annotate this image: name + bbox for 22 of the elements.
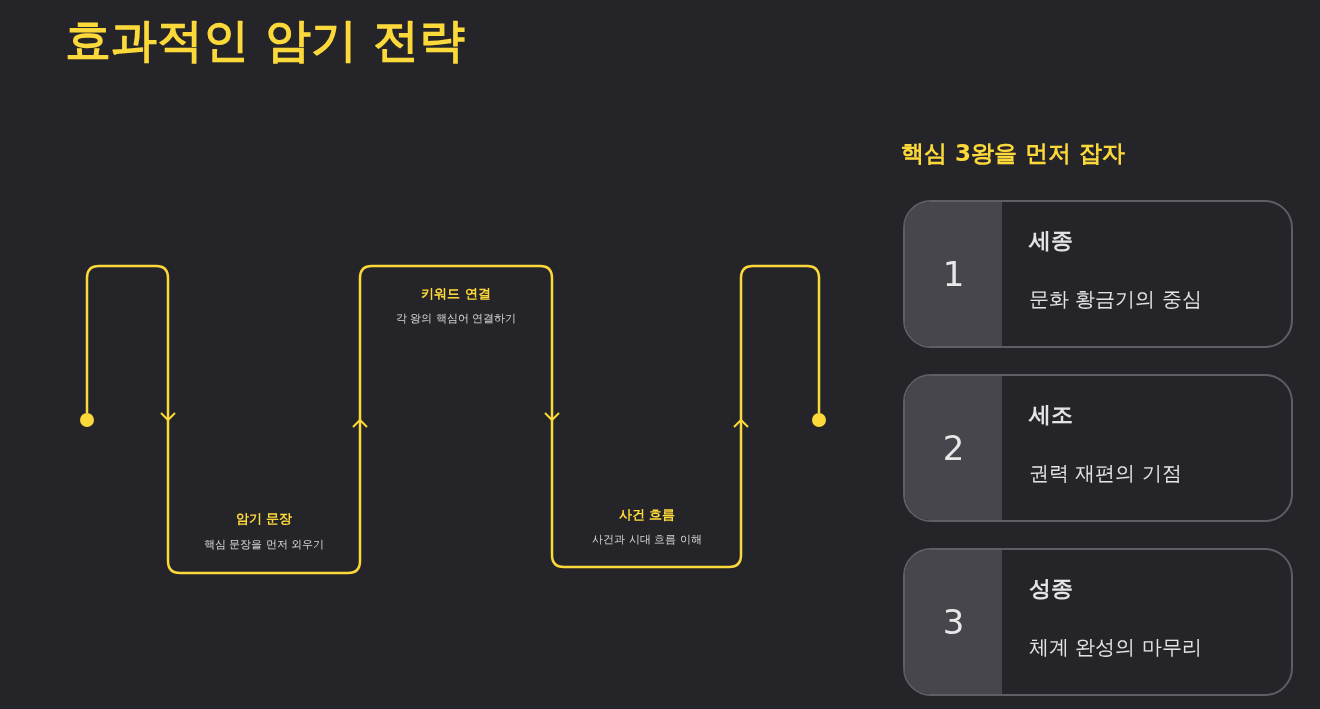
- step-description: 핵심 문장을 먼저 외우기: [203, 537, 325, 552]
- king-name: 성종: [1029, 575, 1073, 603]
- step-number: 1: [942, 254, 965, 294]
- step-heading: 사건 흐름: [618, 506, 676, 524]
- description: 문화 황금기의 중심: [1029, 286, 1202, 313]
- description: 체계 완성의 마무리: [1029, 634, 1202, 661]
- king-name: 세조: [1029, 401, 1073, 429]
- step-card: [903, 200, 1293, 348]
- step-card: [903, 548, 1293, 696]
- step-number: 2: [942, 428, 965, 468]
- step-description: 사건과 시대 흐름 이해: [592, 532, 702, 547]
- king-name: 세종: [1029, 227, 1073, 255]
- section-heading: 핵심 3왕을 먼저 잡자: [901, 139, 1126, 168]
- step-heading: 키워드 연결: [421, 285, 491, 303]
- description: 권력 재편의 기점: [1029, 460, 1182, 487]
- endpoint-dot: [80, 413, 94, 427]
- endpoint-dot: [812, 413, 826, 427]
- step-number: 3: [942, 602, 965, 642]
- step-card: [903, 374, 1293, 522]
- title: 효과적인 암기 전략: [65, 12, 466, 69]
- step-description: 각 왕의 핵심어 연결하기: [395, 311, 517, 326]
- step-heading: 암기 문장: [235, 510, 293, 528]
